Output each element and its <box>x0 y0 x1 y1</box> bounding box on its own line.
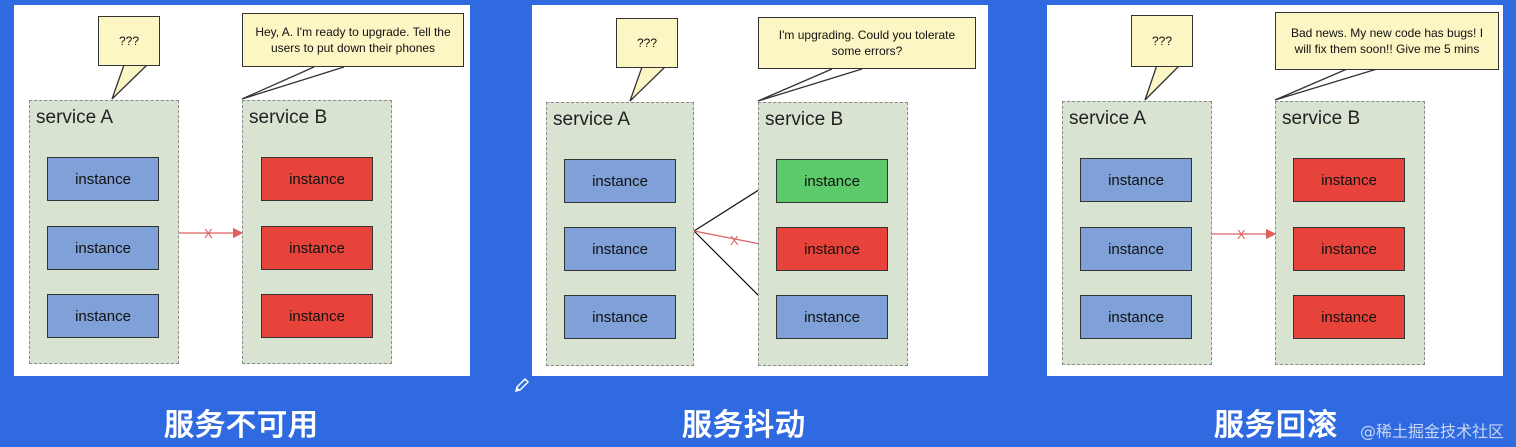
panel-jitter: X ??? I'm upgrading. Could you tolerate … <box>532 5 988 376</box>
service-a: service A instance instance instance <box>1062 101 1212 365</box>
blocked-x-mark: X <box>730 233 739 248</box>
callout-b-tail <box>1274 68 1378 101</box>
pen-icon <box>514 377 530 393</box>
instance-a3: instance <box>1080 295 1192 339</box>
instance-a1: instance <box>564 159 676 203</box>
service-b: service B instance instance instance <box>242 100 392 364</box>
instance-b1: instance <box>261 157 373 201</box>
instance-a2: instance <box>1080 227 1192 271</box>
callout-a-tail <box>1144 64 1182 101</box>
instance-a3: instance <box>564 295 676 339</box>
instance-a1: instance <box>1080 158 1192 202</box>
callout-service-b: Hey, A. I'm ready to upgrade. Tell the u… <box>242 13 464 67</box>
callout-service-a: ??? <box>616 18 678 68</box>
watermark: @稀土掘金技术社区 <box>1359 422 1504 441</box>
service-label: service A <box>553 109 631 130</box>
panel-1-connectors: X <box>111 64 345 241</box>
instance-b3: instance <box>776 295 888 339</box>
service-a: service A instance instance instance <box>29 100 179 364</box>
instance-b1: instance <box>1293 158 1405 202</box>
service-b: service B instance instance instance <box>758 102 908 366</box>
instance-b3: instance <box>1293 295 1405 339</box>
caption-rollback: 服务回滚 <box>1214 408 1338 443</box>
callout-b-tail <box>757 68 863 102</box>
service-a: service A instance instance instance <box>546 102 694 366</box>
instance-a3: instance <box>47 294 159 338</box>
instance-b2: instance <box>261 226 373 270</box>
instance-b2: instance <box>1293 227 1405 271</box>
instance-a1: instance <box>47 157 159 201</box>
service-b: service B instance instance instance <box>1275 101 1425 365</box>
instance-b1: instance <box>776 159 888 203</box>
caption-jitter: 服务抖动 <box>682 408 806 443</box>
service-label: service B <box>249 107 328 128</box>
blocked-x-mark: X <box>1237 227 1246 242</box>
instance-a2: instance <box>47 226 159 270</box>
service-label: service B <box>1282 108 1361 129</box>
service-label: service B <box>765 109 844 130</box>
panel-unavailable: X ??? Hey, A. I'm ready to upgrade. Tell… <box>14 5 470 376</box>
panel-rollback: X ??? Bad news. My new code has bugs! I … <box>1047 5 1503 376</box>
callout-service-b: Bad news. My new code has bugs! I will f… <box>1275 12 1499 70</box>
callout-a-tail <box>111 64 149 100</box>
callout-service-b: I'm upgrading. Could you tolerate some e… <box>758 17 976 69</box>
instance-a2: instance <box>564 227 676 271</box>
callout-service-a: ??? <box>98 16 160 66</box>
callout-service-a: ??? <box>1131 15 1193 67</box>
caption-unavailable: 服务不可用 <box>164 408 319 443</box>
service-label: service A <box>1069 108 1147 129</box>
callout-b-tail <box>241 66 345 100</box>
blocked-x-mark: X <box>204 226 213 241</box>
instance-b3: instance <box>261 294 373 338</box>
instance-b2: instance <box>776 227 888 271</box>
callout-a-tail <box>629 66 667 102</box>
service-label: service A <box>36 107 114 128</box>
